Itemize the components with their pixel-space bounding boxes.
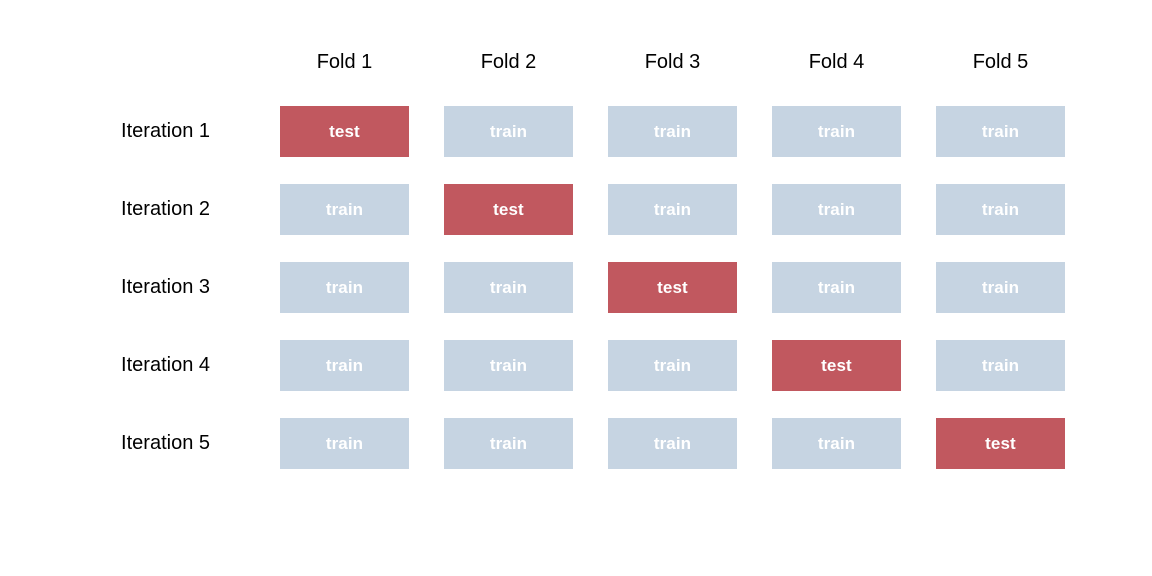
column-header-fold-5: Fold 5 [972,51,1029,73]
cell-label: train [817,277,856,297]
cell-label: test [985,433,1016,453]
row-label-iteration-4: Iteration 4 [121,354,210,376]
grid-cell-train-i4-f5: train [936,340,1065,391]
cell-label: train [489,277,528,297]
grid-cell-train-i3-f1: train [280,262,409,313]
grid-cell-train-i4-f1: train [280,340,409,391]
cell-label: train [817,199,856,219]
cell-label: test [657,277,688,297]
cell-label: train [489,355,528,375]
column-header-fold-2: Fold 2 [480,51,537,73]
grid-cell-train-i3-f4: train [772,262,901,313]
grid-cell-test-i4-f4: test [772,340,901,391]
cell-label: train [325,355,364,375]
grid-cell-train-i5-f1: train [280,418,409,469]
cell-label: test [821,355,852,375]
grid-cell-train-i1-f3: train [608,106,737,157]
grid-cell-test-i3-f3: test [608,262,737,313]
cell-label: train [325,433,364,453]
grid-cell-train-i5-f2: train [444,418,573,469]
grid-cell-train-i2-f4: train [772,184,901,235]
row-label-iteration-1: Iteration 1 [121,120,210,142]
cell-label: train [325,199,364,219]
grid-cell-train-i5-f3: train [608,418,737,469]
grid-cell-train-i1-f2: train [444,106,573,157]
grid-cell-train-i3-f5: train [936,262,1065,313]
grid-cell-train-i4-f2: train [444,340,573,391]
cell-label: train [489,433,528,453]
cell-label: train [981,277,1020,297]
cell-label: train [653,433,692,453]
grid-cell-train-i5-f4: train [772,418,901,469]
column-header-fold-3: Fold 3 [644,51,701,73]
grid-cell-train-i2-f5: train [936,184,1065,235]
row-label-iteration-3: Iteration 3 [121,276,210,298]
grid-cell-train-i2-f3: train [608,184,737,235]
cell-label: test [493,199,524,219]
grid-cell-train-i2-f1: train [280,184,409,235]
cell-label: train [981,121,1020,141]
cell-label: train [817,433,856,453]
cell-label: train [653,199,692,219]
grid-cell-train-i1-f4: train [772,106,901,157]
grid-cell-train-i3-f2: train [444,262,573,313]
grid-cell-test-i5-f5: test [936,418,1065,469]
column-header-fold-4: Fold 4 [808,51,865,73]
row-label-iteration-5: Iteration 5 [121,432,210,454]
cell-label: train [653,355,692,375]
cell-label: train [653,121,692,141]
cell-label: train [489,121,528,141]
cell-label: train [981,199,1020,219]
cell-label: train [981,355,1020,375]
cell-label: train [325,277,364,297]
cell-label: train [817,121,856,141]
grid-cell-test-i2-f2: test [444,184,573,235]
grid-cell-test-i1-f1: test [280,106,409,157]
grid-cell-train-i1-f5: train [936,106,1065,157]
cell-label: test [329,121,360,141]
grid-cell-train-i4-f3: train [608,340,737,391]
row-label-iteration-2: Iteration 2 [121,198,210,220]
column-header-fold-1: Fold 1 [316,51,373,73]
